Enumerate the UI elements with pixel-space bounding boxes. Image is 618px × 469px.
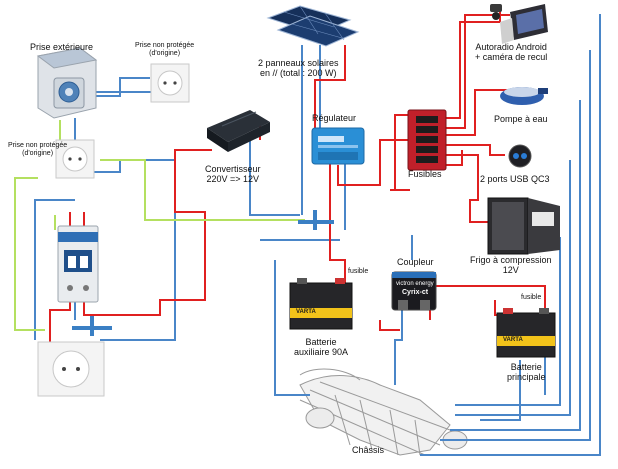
- ground-bus-bars: [72, 210, 334, 336]
- battery-aux-brand: VARTA: [296, 309, 316, 315]
- label-converter: Convertisseur 220V => 12V: [205, 164, 261, 185]
- coupler-brand-text: victron energy: [396, 281, 434, 287]
- car-radio: [500, 4, 548, 44]
- battery-auxiliary: [289, 278, 353, 330]
- earth-wires: [14, 120, 305, 331]
- fuse-box: [407, 109, 447, 171]
- chassis-drawing: [299, 368, 468, 456]
- label-regulator: Régulateur: [312, 113, 357, 123]
- battery-main: [496, 308, 556, 358]
- label-usb-ports: 2 ports USB QC3: [480, 174, 550, 184]
- solar-regulator: [311, 127, 365, 165]
- label-socket-top: Prise non protégée (d'origine): [135, 42, 195, 58]
- outdoor-socket: [36, 47, 98, 119]
- converter: [207, 110, 270, 152]
- label-solar-panels: 2 panneaux solaires en // (total : 200 W…: [258, 58, 339, 79]
- label-socket-left: Prise non protégée (d'origine): [8, 142, 68, 158]
- socket-left: [55, 139, 95, 179]
- label-battery-main: Batterie principale: [507, 362, 546, 383]
- usb-ports: [508, 144, 532, 168]
- label-water-pump: Pompe à eau: [494, 114, 548, 124]
- label-car-radio: Autoradio Android + caméra de recul: [475, 42, 548, 63]
- battery-main-brand: VARTA: [503, 337, 523, 343]
- label-fridge: Frigo à compression 12V: [470, 255, 552, 276]
- fridge: [487, 197, 560, 255]
- socket-top: [150, 63, 190, 103]
- negative-wires: [34, 14, 601, 456]
- rear-camera: [490, 4, 502, 20]
- socket-bottom: [37, 341, 105, 397]
- label-coupler: Coupleur: [397, 257, 434, 267]
- battery-coupler: [391, 271, 437, 311]
- label-fuses: Fusibles: [408, 169, 442, 179]
- coupler-model-text: Cyrix-ct: [402, 289, 429, 296]
- label-outdoor-socket: Prise extérieure: [30, 42, 94, 52]
- label-fuse-main: fusible: [521, 294, 542, 301]
- label-battery-aux: Batterie auxiliaire 90A: [294, 337, 349, 358]
- water-pump: [500, 87, 548, 105]
- circuit-breaker: [57, 225, 99, 303]
- label-chassis: Châssis: [352, 445, 385, 455]
- solar-panels: [266, 5, 360, 47]
- label-fuse-aux: fusible: [348, 268, 369, 275]
